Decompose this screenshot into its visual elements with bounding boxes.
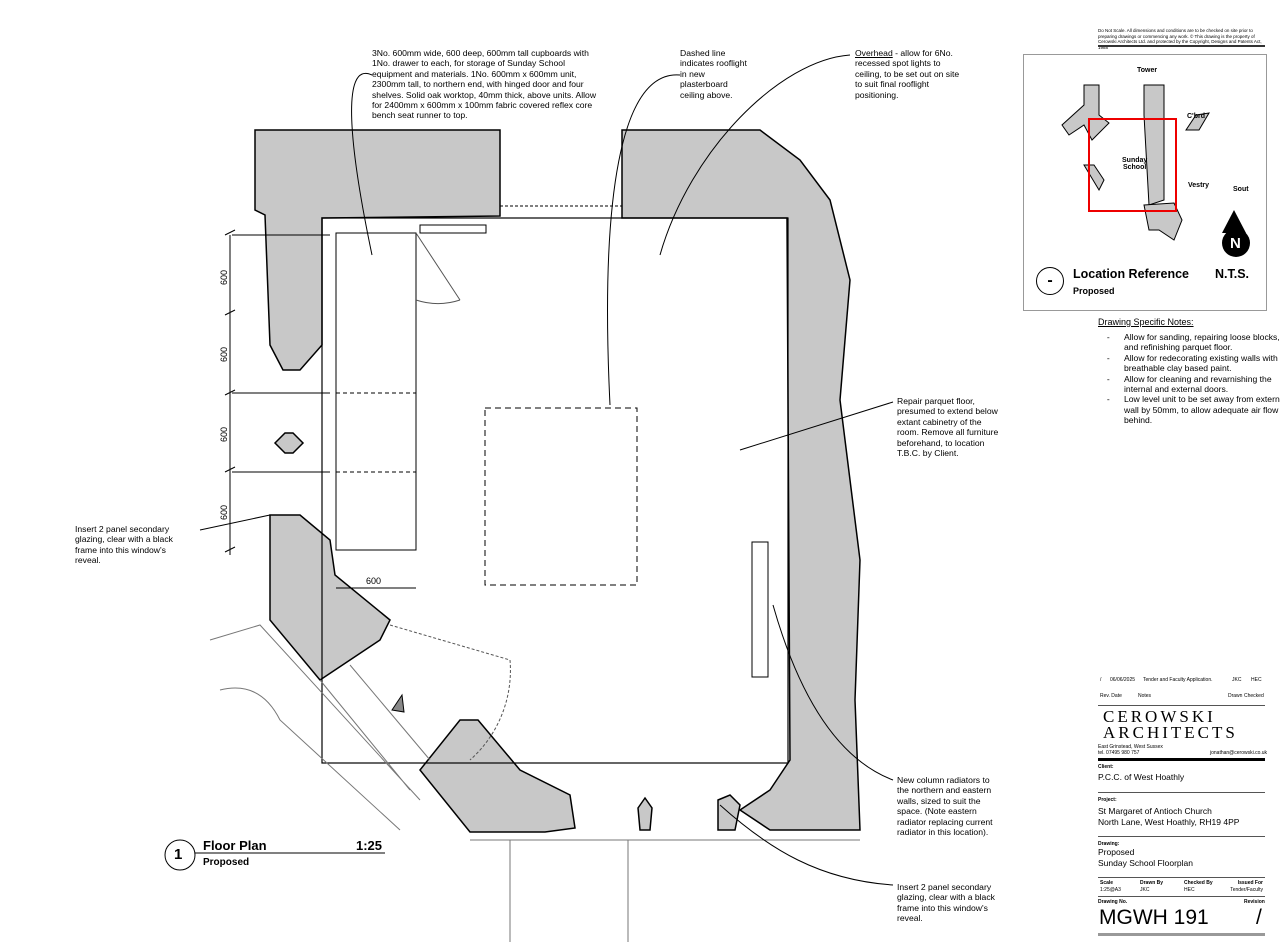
- header-drawn: Drawn: [1228, 693, 1243, 699]
- issued-for-value: Tender/Faculty: [1230, 887, 1263, 893]
- note-item: Allow for sanding, repairing loose block…: [1124, 332, 1280, 353]
- note-rooflight: Dashed line indicates rooflight in new p…: [680, 48, 747, 100]
- notes-heading: Drawing Specific Notes:: [1098, 317, 1194, 327]
- note-overhead-title: Overhead: [855, 48, 893, 58]
- room-label: C'brd: [1187, 113, 1205, 120]
- firm-tel: tel. 07495 980 757: [1098, 750, 1140, 756]
- issued-for-label: Issued For: [1237, 880, 1263, 886]
- rev: /: [1100, 677, 1102, 683]
- plan-title: Floor Plan: [203, 838, 267, 853]
- cupboard-units: [335, 232, 417, 551]
- checked-by-label: Checked By: [1184, 880, 1213, 886]
- location-number: -: [1036, 267, 1064, 295]
- wall-north-west: [254, 129, 501, 371]
- checked-by-value: HEC: [1184, 887, 1195, 893]
- drawn-by-value: JKC: [1140, 887, 1150, 893]
- revision-value: /: [1256, 906, 1262, 929]
- client-value: P.C.C. of West Hoathly: [1098, 772, 1185, 782]
- revision-label: Revision: [1244, 899, 1265, 905]
- plan-number: 1: [174, 846, 183, 863]
- rev-drawn: JKC: [1232, 677, 1242, 683]
- note-cupboards: 3No. 600mm wide, 600 deep, 600mm tall cu…: [372, 48, 597, 121]
- note-overhead: - allow for 6No. recessed spot lights to…: [855, 48, 960, 100]
- location-scale: N.T.S.: [1215, 267, 1250, 281]
- disclaimer: Do Not Scale. All dimensions and conditi…: [1098, 28, 1262, 50]
- scale-value: 1:25@A3: [1100, 887, 1121, 893]
- dimension-label: 600: [366, 576, 382, 586]
- drawing-label: Drawing:: [1098, 841, 1120, 847]
- header-checked: Checked: [1244, 693, 1264, 699]
- room-label: Tower: [1137, 67, 1158, 74]
- radiator-north: [419, 224, 487, 234]
- rev-date: 06/06/2025: [1110, 677, 1136, 683]
- note-item: Low level unit to be set away from exter…: [1124, 394, 1280, 425]
- project-label: Project:: [1098, 797, 1117, 803]
- pier-west: [273, 432, 305, 454]
- dimension-label: 600: [219, 346, 229, 362]
- rev-notes: Tender and Faculty Application.: [1143, 677, 1213, 683]
- note-glazing-west: Insert 2 panel secondary glazing, clear …: [75, 524, 173, 566]
- room-label: Sunday School: [1122, 157, 1148, 171]
- dimension-label: 600: [219, 269, 229, 285]
- room-label: Vestry: [1188, 182, 1210, 189]
- drawing-no-label: Drawing No.: [1098, 899, 1128, 905]
- wall-east: [621, 129, 861, 831]
- project-line2: North Lane, West Hoathly, RH19 4PP: [1098, 817, 1240, 827]
- scale-label: Scale: [1100, 880, 1114, 886]
- header-rev-date: Rev. Date: [1100, 693, 1122, 699]
- location-subtitle: Proposed: [1073, 286, 1115, 296]
- north-arrow-icon: N: [1230, 235, 1241, 252]
- header-notes: Notes: [1138, 693, 1152, 699]
- drawing-line1: Proposed: [1098, 847, 1135, 857]
- plan-subtitle: Proposed: [203, 857, 250, 868]
- note-parquet: Repair parquet floor, presumed to extend…: [897, 396, 999, 459]
- drawing-line2: Sunday School Floorplan: [1098, 858, 1193, 868]
- drawn-by-label: Drawn By: [1140, 880, 1164, 886]
- client-label: Client:: [1098, 764, 1114, 770]
- firm-email: jonathan@cerowski.co.uk: [1210, 750, 1268, 756]
- pier-south: [637, 796, 653, 831]
- wall-south-west: [269, 514, 391, 681]
- wall-south: [419, 719, 576, 833]
- rooflight-outline: [484, 407, 638, 586]
- room-label: Sout: [1233, 186, 1249, 193]
- dimension-label: 600: [219, 504, 229, 520]
- firm-address: East Grinstead, West Sussex: [1098, 744, 1163, 750]
- project-line1: St Margaret of Antioch Church: [1098, 806, 1212, 816]
- firm-name-line1: CEROWSKI: [1103, 707, 1216, 726]
- drawing-number: MGWH 191: [1099, 906, 1209, 929]
- dimension-label: 600: [219, 426, 229, 442]
- note-radiators: New column radiators to the northern and…: [897, 775, 993, 838]
- note-glazing-south: Insert 2 panel secondary glazing, clear …: [897, 882, 995, 924]
- rev-checked: HEC: [1251, 677, 1262, 683]
- note-item: Allow for cleaning and revarnishing the …: [1124, 374, 1280, 395]
- firm-name-line2: ARCHITECTS: [1103, 723, 1238, 742]
- plan-scale: 1:25: [356, 838, 383, 853]
- location-plan: Tower C'brd Sunday School Vestry Sout N …: [1023, 54, 1267, 311]
- note-item: Allow for redecorating existing walls wi…: [1124, 353, 1280, 374]
- location-title: Location Reference: [1073, 267, 1190, 281]
- radiator-east: [751, 541, 769, 678]
